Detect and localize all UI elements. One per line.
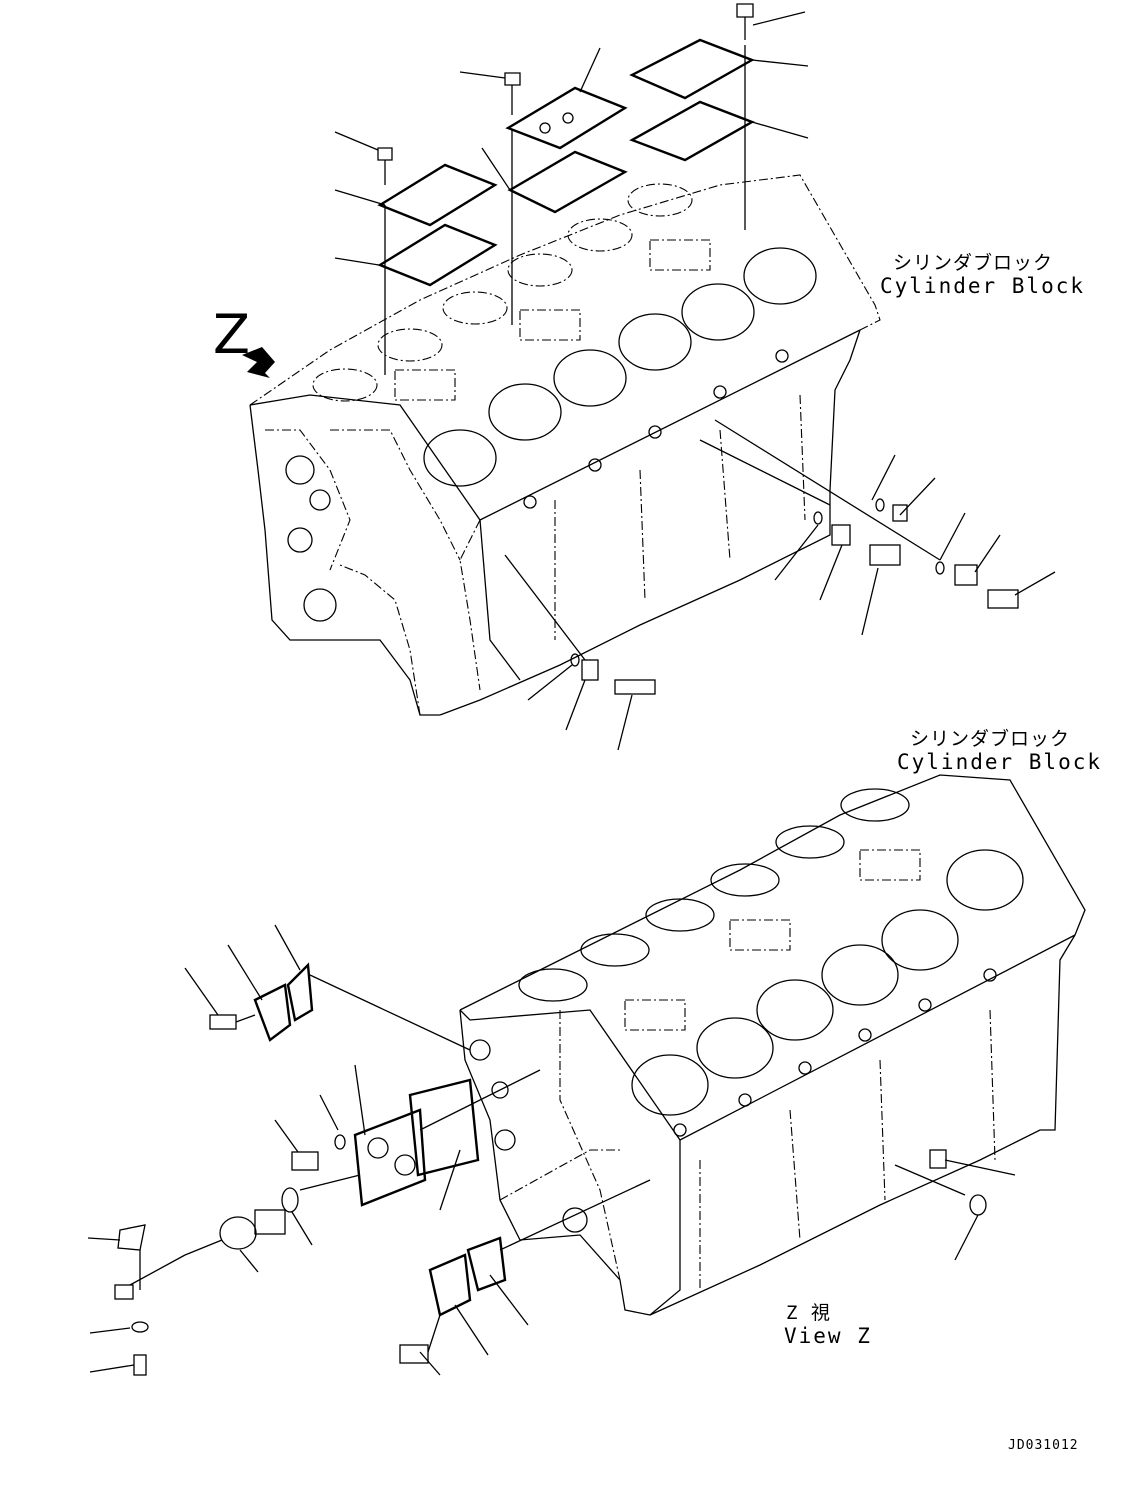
upper-right-fittings (699, 419, 1056, 636)
view-label-en: View Z (784, 1324, 872, 1348)
lower-block-label-jp: シリンダブロック (910, 728, 1071, 750)
lower-cylinder-block (459, 774, 1086, 1316)
upper-cover-left (334, 131, 498, 375)
lower-left-sensor (87, 1209, 286, 1376)
lower-block-label-en: Cylinder Block (897, 750, 1103, 774)
lower-right-fittings (894, 1149, 1016, 1261)
view-z-arrow (242, 347, 275, 378)
lower-bottom-covers (399, 1179, 651, 1376)
view-arrow-letter: Z (213, 303, 251, 366)
upper-bottom-fittings (504, 554, 656, 751)
upper-block-label-en: Cylinder Block (880, 274, 1086, 298)
view-label-jp: Z 視 (786, 1302, 831, 1324)
drawing-code: JD031012 (1008, 1438, 1079, 1453)
upper-cover-right (629, 3, 809, 230)
upper-block-label-jp: シリンダブロック (893, 252, 1054, 274)
upper-cover-middle (459, 47, 628, 325)
lower-left-covers (184, 924, 541, 1246)
upper-cylinder-block (249, 174, 881, 716)
